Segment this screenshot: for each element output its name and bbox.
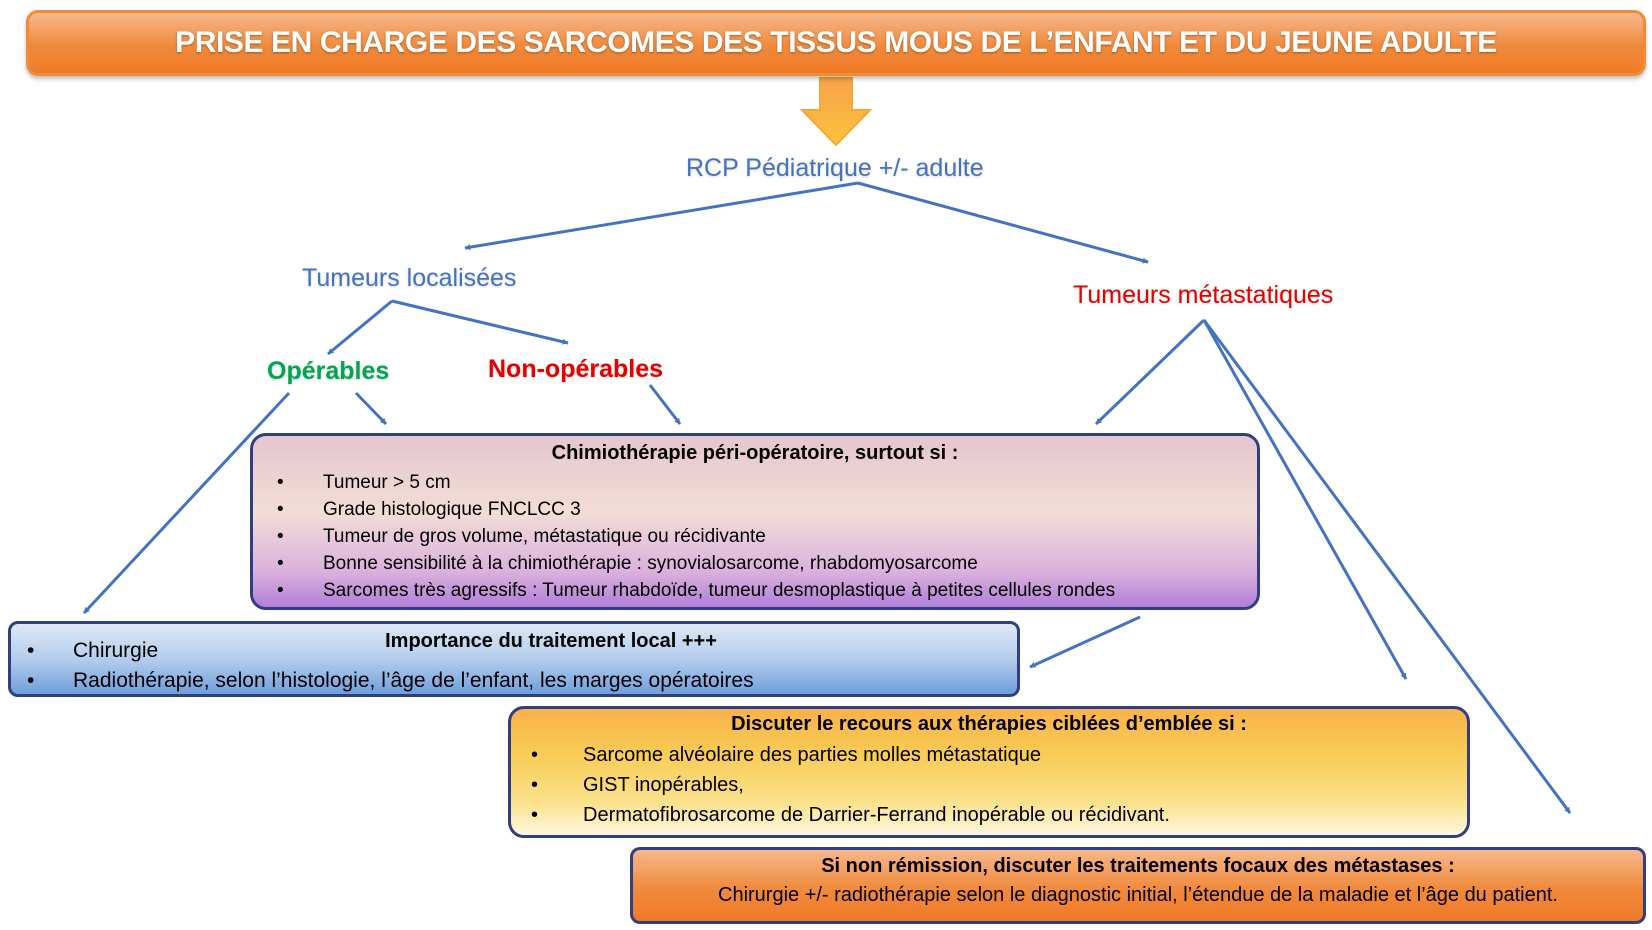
list-item: •Dermatofibrosarcome de Darrier-Ferrand … [531, 800, 1467, 830]
list-item: •Tumeur de gros volume, métastatique ou … [277, 523, 1257, 550]
bullet-icon: • [27, 639, 35, 662]
bullet-icon: • [531, 804, 539, 826]
chemotherapy-heading: Chimiothérapie péri-opératoire, surtout … [551, 442, 959, 464]
chemotherapy-box: Chimiothérapie péri-opératoire, surtout … [250, 433, 1260, 610]
non-remission-box: Si non rémission, discuter les traitemen… [630, 847, 1646, 924]
local-treatment-box: Importance du traitement local +++ •Chir… [8, 621, 1020, 697]
arrow-metastatic-to-remission [1202, 319, 1572, 814]
arrow-chemo-to-local-treatment [1029, 615, 1141, 669]
arrow-non-operable-to-chemo [648, 384, 682, 425]
list-item: •GIST inopérables, [531, 770, 1467, 800]
arrow-rcp-to-localized [464, 181, 859, 251]
bullet-icon: • [277, 472, 284, 493]
list-item: •Sarcome alvéolaire des parties molles m… [531, 740, 1467, 770]
local-treatment-list: •Chirurgie •Radiothérapie, selon l’histo… [27, 636, 1017, 696]
targeted-therapy-list: •Sarcome alvéolaire des parties molles m… [531, 740, 1467, 830]
local-treatment-heading: Importance du traitement local +++ [385, 630, 717, 652]
list-item: •Radiothérapie, selon l’histologie, l’âg… [27, 666, 1017, 696]
big-down-arrow [799, 77, 873, 147]
arrow-rcp-to-metastatic [857, 181, 1149, 264]
targeted-therapy-heading: Discuter le recours aux thérapies ciblée… [731, 713, 1247, 735]
list-item: •Bonne sensibilité à la chimiothérapie :… [277, 550, 1257, 577]
bullet-icon: • [277, 553, 284, 574]
non-remission-text: Chirurgie +/- radiothérapie selon le dia… [718, 884, 1558, 906]
chemotherapy-list: •Tumeur > 5 cm •Grade histologique FNCLC… [277, 469, 1257, 604]
operable-label: Opérables [267, 357, 390, 385]
list-item: •Chirurgie [27, 636, 1017, 666]
bullet-icon: • [531, 774, 539, 796]
rcp-label: RCP Pédiatrique +/- adulte [686, 154, 984, 182]
bullet-icon: • [277, 526, 284, 547]
bullet-icon: • [277, 580, 284, 601]
list-item: •Tumeur > 5 cm [277, 469, 1257, 496]
arrow-operable-to-chemo [354, 391, 388, 426]
arrow-metastatic-to-chemo [1094, 318, 1206, 426]
non-remission-heading: Si non rémission, discuter les traitemen… [821, 855, 1455, 877]
localized-tumors-label: Tumeurs localisées [302, 264, 517, 292]
bullet-icon: • [531, 744, 539, 766]
non-operable-label: Non-opérables [488, 355, 664, 383]
arrow-localized-to-non-operable [391, 299, 569, 345]
main-title-banner: PRISE EN CHARGE DES SARCOMES DES TISSUS … [26, 10, 1646, 76]
bullet-icon: • [277, 499, 284, 520]
bullet-icon: • [27, 669, 35, 692]
list-item: •Sarcomes très agressifs : Tumeur rhabdo… [277, 577, 1257, 604]
arrow-metastatic-to-targeted [1202, 319, 1408, 680]
arrow-localized-to-operable [327, 299, 393, 356]
main-title: PRISE EN CHARGE DES SARCOMES DES TISSUS … [175, 26, 1497, 59]
arrow-operable-to-local-treatment [82, 391, 291, 615]
list-item: •Grade histologique FNCLCC 3 [277, 496, 1257, 523]
metastatic-tumors-label: Tumeurs métastatiques [1073, 281, 1334, 309]
targeted-therapy-box: Discuter le recours aux thérapies ciblée… [508, 706, 1470, 838]
